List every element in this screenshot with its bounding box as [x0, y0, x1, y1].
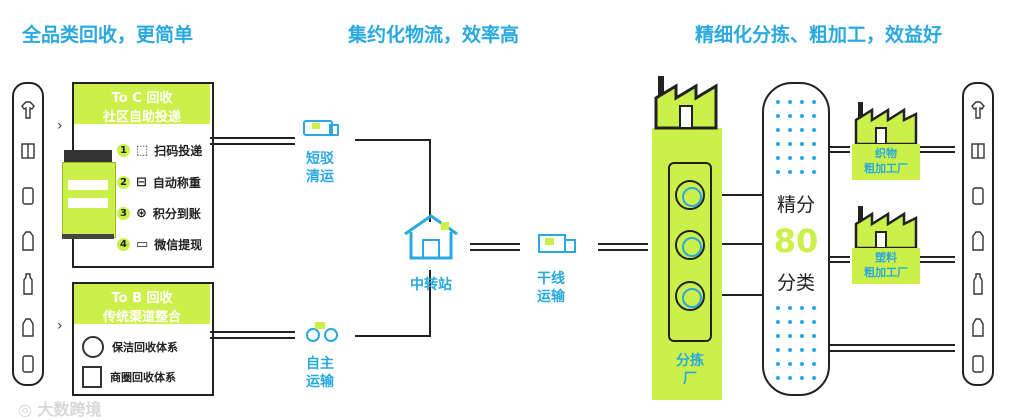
- van-icon: [303, 118, 339, 136]
- sorting-factory-line1: 分拣: [676, 353, 704, 369]
- scan-icon: ⬚: [136, 143, 149, 158]
- sorting-factory-label: 分拣 厂: [670, 352, 710, 388]
- step-label: 微信提现: [154, 238, 203, 252]
- category-count: 80: [773, 222, 819, 260]
- transfer-station-label: 中转站: [410, 277, 452, 293]
- bottle-icon: [23, 273, 33, 295]
- plastic-plant-line1: 塑料: [875, 251, 897, 264]
- can-icon: [972, 187, 984, 205]
- to-b-item-commercial: 商圈回收体系: [82, 366, 176, 388]
- watermark: ◎ 大数跨境: [18, 396, 102, 420]
- heading-sorting: 精细化分拣、粗加工，效益好: [695, 24, 943, 46]
- to-c-title: To C 回收: [111, 91, 173, 106]
- category-label: 分类: [776, 272, 815, 294]
- factory-icon: [652, 70, 726, 130]
- to-b-header: To B 回收 传统渠道整合: [74, 284, 210, 325]
- textile-plant-line2: 粗加工厂: [864, 162, 908, 175]
- trunk-transport-label: 干线 运输: [537, 270, 565, 306]
- chevron-right-icon: ›: [57, 318, 63, 334]
- to-b-title: To B 回收: [111, 291, 173, 306]
- tshirt-icon: [971, 101, 985, 119]
- factory-icon: [854, 102, 918, 146]
- motorbike-icon: [306, 316, 338, 342]
- phone-icon: [22, 355, 34, 373]
- step-label: 自动称重: [152, 176, 201, 190]
- step-number: 2: [117, 176, 130, 189]
- carton-icon: [22, 318, 34, 337]
- self-transport-line2: 运输: [306, 374, 334, 390]
- recyclable-items-column-right: [962, 82, 994, 386]
- can-icon: [22, 187, 34, 205]
- step-number: 1: [117, 144, 130, 157]
- cleaner-icon: [82, 336, 104, 358]
- wallet-icon: ▭: [136, 237, 149, 252]
- to-b-item-label: 保洁回收体系: [112, 341, 178, 354]
- sorting-gear-icon: [675, 180, 705, 210]
- short-haul-label: 短驳 清运: [306, 150, 334, 186]
- trunk-transport-line1: 干线: [537, 271, 565, 287]
- heading-recycling: 全品类回收，更简单: [22, 24, 194, 46]
- fine-sorting-label: 精分: [776, 194, 815, 216]
- sorting-factory-line2: 厂: [683, 371, 697, 387]
- step-label: 积分到账: [152, 207, 201, 221]
- short-haul-line2: 清运: [306, 169, 334, 185]
- sorting-gear-icon: [675, 230, 705, 260]
- building-icon: [82, 366, 102, 388]
- phone-icon: [972, 355, 984, 373]
- to-c-header: To C 回收 社区自助投递: [74, 84, 210, 125]
- to-b-subtitle: 传统渠道整合: [102, 310, 181, 325]
- sorting-gear-icon: [675, 281, 705, 311]
- textile-plant-line1: 织物: [875, 147, 897, 160]
- self-transport-label: 自主 运输: [306, 355, 334, 391]
- to-b-item-label: 商圈回收体系: [110, 371, 176, 384]
- step-label: 扫码投递: [154, 144, 203, 158]
- short-haul-line1: 短驳: [306, 151, 334, 167]
- step-number: 4: [117, 238, 130, 251]
- yen-icon: ⊛: [136, 206, 147, 221]
- step-scan: 1 ⬚ 扫码投递: [117, 142, 202, 159]
- bottle-icon: [973, 273, 983, 295]
- step-points: 3 ⊛ 积分到账: [117, 205, 201, 222]
- watermark-logo-icon: ◎: [18, 400, 32, 419]
- self-transport-line1: 自主: [306, 356, 334, 372]
- transfer-station-icon: [401, 212, 461, 260]
- tshirt-icon: [21, 101, 35, 119]
- jug-icon: [22, 231, 34, 251]
- scale-icon: ⊟: [136, 175, 147, 190]
- plastic-processing-plant: 塑料 粗加工厂: [852, 204, 920, 284]
- to-b-item-cleaning: 保洁回收体系: [82, 336, 178, 358]
- watermark-text: 大数跨境: [37, 400, 102, 419]
- carton-icon: [972, 318, 984, 337]
- step-weigh: 2 ⊟ 自动称重: [117, 174, 201, 191]
- dot-grid: [776, 100, 816, 380]
- factory-icon: [854, 206, 918, 250]
- recyclable-items-column-left: [12, 82, 44, 386]
- textile-processing-plant: 织物 粗加工厂: [852, 100, 920, 180]
- recycling-kiosk-image: [58, 150, 116, 240]
- chevron-right-icon: ›: [57, 118, 63, 134]
- trunk-transport-line2: 运输: [537, 289, 565, 305]
- truck-icon: [538, 232, 576, 256]
- to-c-subtitle: 社区自助投递: [102, 110, 181, 125]
- jug-icon: [972, 231, 984, 251]
- plastic-plant-line2: 粗加工厂: [864, 266, 908, 279]
- fine-sorting-column: [762, 82, 830, 396]
- step-number: 3: [117, 207, 130, 220]
- step-withdraw: 4 ▭ 微信提现: [117, 236, 202, 253]
- heading-logistics: 集约化物流，效率高: [348, 24, 520, 46]
- sorting-machine-frame: [668, 162, 712, 342]
